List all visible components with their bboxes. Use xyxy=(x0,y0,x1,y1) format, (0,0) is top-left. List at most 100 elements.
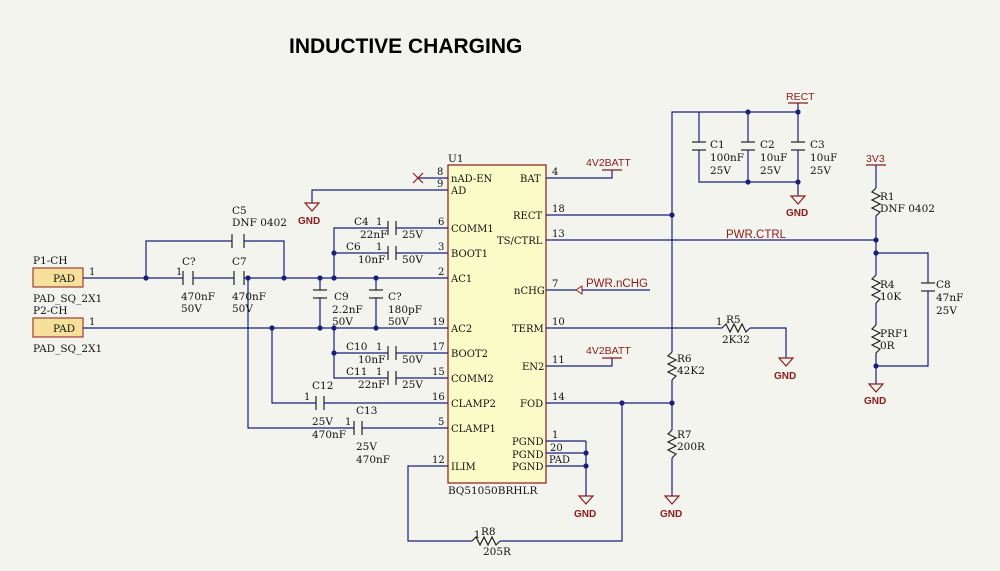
pin-name-bat: BAT xyxy=(520,174,541,185)
ic-part: BQ51050BRHLR xyxy=(448,485,538,497)
pin-name-boot1: BOOT1 xyxy=(451,249,488,260)
gnd-label-prf1: GND xyxy=(864,396,886,407)
component-labels: C5 DNF 0402 C? 1 470nF 50V C7 470nF 50V … xyxy=(176,139,963,558)
c7-voltage: 50V xyxy=(232,303,253,315)
c4-pin: 1 xyxy=(376,217,382,228)
r8-ref: R8 xyxy=(481,526,496,538)
pin-num-19: 19 xyxy=(432,317,445,328)
c2-voltage: 25V xyxy=(760,165,781,177)
c11-pin: 1 xyxy=(376,367,382,378)
svg-text:1: 1 xyxy=(89,317,95,328)
r1-value: DNF 0402 xyxy=(880,203,935,215)
c7-value: 470nF xyxy=(232,291,266,303)
c4-voltage: 25V xyxy=(402,229,423,241)
pin-name-clamp2: CLAMP2 xyxy=(451,399,496,410)
c12-voltage: 25V xyxy=(312,416,333,428)
c9-value: 2.2nF xyxy=(332,304,363,316)
ic-u1: U1 BQ51050BRHLR 8 nAD-EN 9 AD 6 COMM1 3 … xyxy=(418,153,586,497)
pin-num-8: 8 xyxy=(437,167,443,178)
c4-value: 22nF xyxy=(360,229,387,241)
c11-voltage: 25V xyxy=(402,379,423,391)
pin-num-12: 12 xyxy=(432,455,445,466)
pin-num-2: 2 xyxy=(438,267,444,278)
c12-pin: 1 xyxy=(304,392,310,403)
r7-value: 200R xyxy=(677,441,706,453)
c10-value: 10nF xyxy=(358,354,385,366)
pin-num-pad: PAD xyxy=(549,455,570,466)
cq1-value: 470nF xyxy=(181,291,215,303)
r4-value: 10K xyxy=(880,291,901,303)
pin-num-1: 1 xyxy=(552,430,558,441)
pin-num-10: 10 xyxy=(552,317,565,328)
c3-value: 10uF xyxy=(810,152,837,164)
connector-p2: P2-CH PAD 1 PAD_SQ_2X1 xyxy=(32,305,110,355)
c9-ref: C9 xyxy=(334,291,349,303)
cq2-value: 180pF xyxy=(388,304,422,316)
pin-name-fod: FOD xyxy=(520,399,543,410)
pin-num-5: 5 xyxy=(438,417,444,428)
pin-num-14: 14 xyxy=(552,392,565,403)
pin-name-ilim: ILIM xyxy=(451,462,476,473)
pin-num-20: 20 xyxy=(550,443,563,454)
pin-name-nad-en: nAD-EN xyxy=(451,174,493,185)
c13-pin: 1 xyxy=(345,417,351,428)
gnd-label-pgnd: GND xyxy=(574,509,596,520)
pin-num-18: 18 xyxy=(552,204,565,215)
pin-name-term: TERM xyxy=(512,324,544,335)
pin-num-16: 16 xyxy=(432,392,445,403)
r6-ref: R6 xyxy=(677,353,692,365)
c9-voltage: 50V xyxy=(332,316,353,328)
connector-p1: P1-CH PAD 1 PAD_SQ_2X1 xyxy=(32,255,110,305)
svg-text:PAD_SQ_2X1: PAD_SQ_2X1 xyxy=(33,293,102,305)
ic-right-pins: 4 BAT 18 RECT 13 TS/CTRL 7 nCHG 10 TERM … xyxy=(497,167,586,473)
pin-num-6: 6 xyxy=(438,217,444,228)
r1-ref: R1 xyxy=(880,191,895,203)
pin-num-4: 4 xyxy=(552,167,558,178)
pin-name-rect: RECT xyxy=(513,211,542,222)
net-3v3: 3V3 xyxy=(866,153,885,165)
c13-voltage: 25V xyxy=(356,441,377,453)
ic-ref: U1 xyxy=(448,153,464,165)
r6-value: 42K2 xyxy=(677,365,705,377)
pin-name-ad: AD xyxy=(450,186,466,197)
pin-name-ac1: AC1 xyxy=(450,274,472,285)
c10-ref: C10 xyxy=(346,341,367,353)
c6-pin: 1 xyxy=(376,242,382,253)
c10-voltage: 50V xyxy=(402,354,423,366)
net-labels: RECT 4V2BATT 4V2BATT 3V3 PWR.CTRL PWR.nC… xyxy=(298,91,886,520)
r4-ref: R4 xyxy=(880,279,895,291)
pin-num-9: 9 xyxy=(437,179,443,190)
c2-value: 10uF xyxy=(760,152,787,164)
net-4v2batt-bat: 4V2BATT xyxy=(586,157,631,169)
pin-name-en2: EN2 xyxy=(522,362,544,373)
prf1-value: 0R xyxy=(880,340,896,352)
c11-ref: C11 xyxy=(346,366,367,378)
cq2-voltage: 50V xyxy=(388,316,409,328)
pin-name-pgnd-20: PGND xyxy=(512,450,543,461)
pin-num-3: 3 xyxy=(438,242,444,253)
cq1-ref: C? xyxy=(182,256,196,268)
pin-num-17: 17 xyxy=(432,342,445,353)
svg-text:P2-CH: P2-CH xyxy=(33,305,67,317)
pin-num-11: 11 xyxy=(552,355,565,366)
ic-left-pins: 8 nAD-EN 9 AD 6 COMM1 3 BOOT1 2 AC1 19 A… xyxy=(418,167,496,473)
gnd-label-r7: GND xyxy=(660,509,682,520)
c1-ref: C1 xyxy=(710,139,725,151)
c2-ref: C2 xyxy=(760,139,775,151)
net-4v2batt-en2: 4V2BATT xyxy=(586,345,631,357)
c13-value: 470nF xyxy=(356,454,390,466)
pin-num-15: 15 xyxy=(432,367,445,378)
gnd-label-caps: GND xyxy=(786,208,808,219)
c4-ref: C4 xyxy=(354,216,369,228)
svg-text:P1-CH: P1-CH xyxy=(33,255,67,267)
c6-value: 10nF xyxy=(358,254,385,266)
r7-ref: R7 xyxy=(677,429,692,441)
c3-voltage: 25V xyxy=(810,165,831,177)
pin-name-boot2: BOOT2 xyxy=(451,349,488,360)
wiring xyxy=(110,102,935,547)
r8-pin: 1 xyxy=(474,530,480,541)
c11-value: 22nF xyxy=(358,379,385,391)
c7-ref: C7 xyxy=(232,256,247,268)
net-pwr-nchg: PWR.nCHG xyxy=(586,278,648,290)
net-rect: RECT xyxy=(786,91,815,103)
